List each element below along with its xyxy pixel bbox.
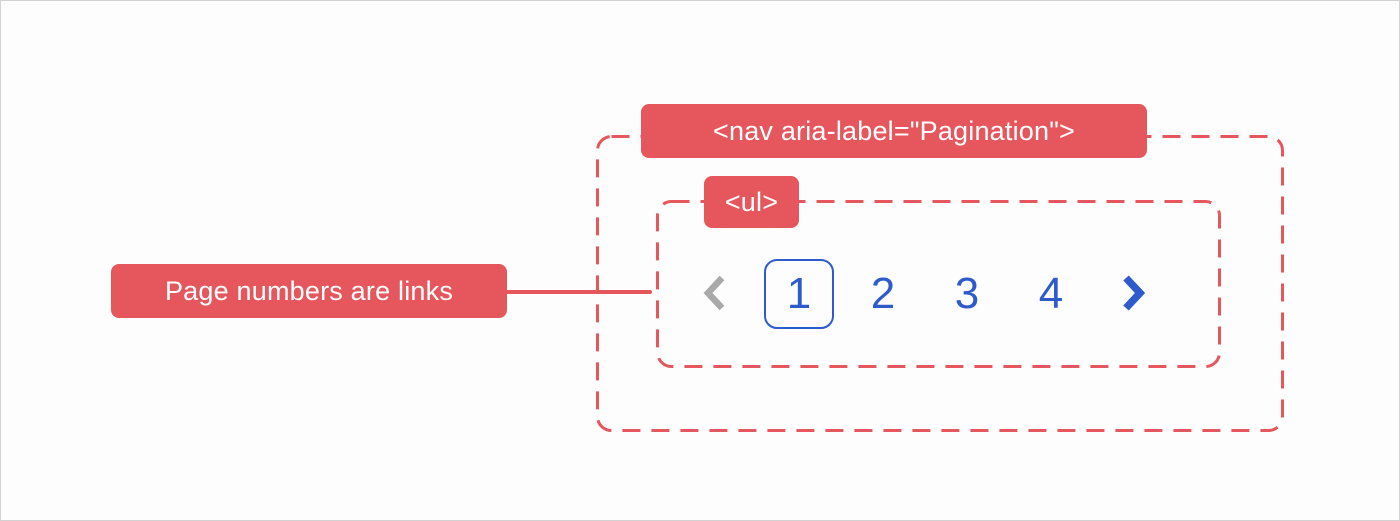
page-link[interactable]: 3 bbox=[954, 269, 980, 318]
callout-page-numbers-links: Page numbers are links bbox=[111, 264, 507, 318]
page-link[interactable]: 4 bbox=[1038, 269, 1064, 318]
chevron-left-icon bbox=[703, 275, 725, 311]
nav-tag-label: <nav aria-label="Pagination"> bbox=[641, 104, 1147, 158]
chevron-right-icon[interactable] bbox=[1120, 273, 1146, 313]
page-link-current[interactable]: 1 bbox=[764, 259, 834, 329]
ul-tag-label: <ul> bbox=[704, 176, 799, 228]
page-link[interactable]: 2 bbox=[870, 269, 896, 318]
